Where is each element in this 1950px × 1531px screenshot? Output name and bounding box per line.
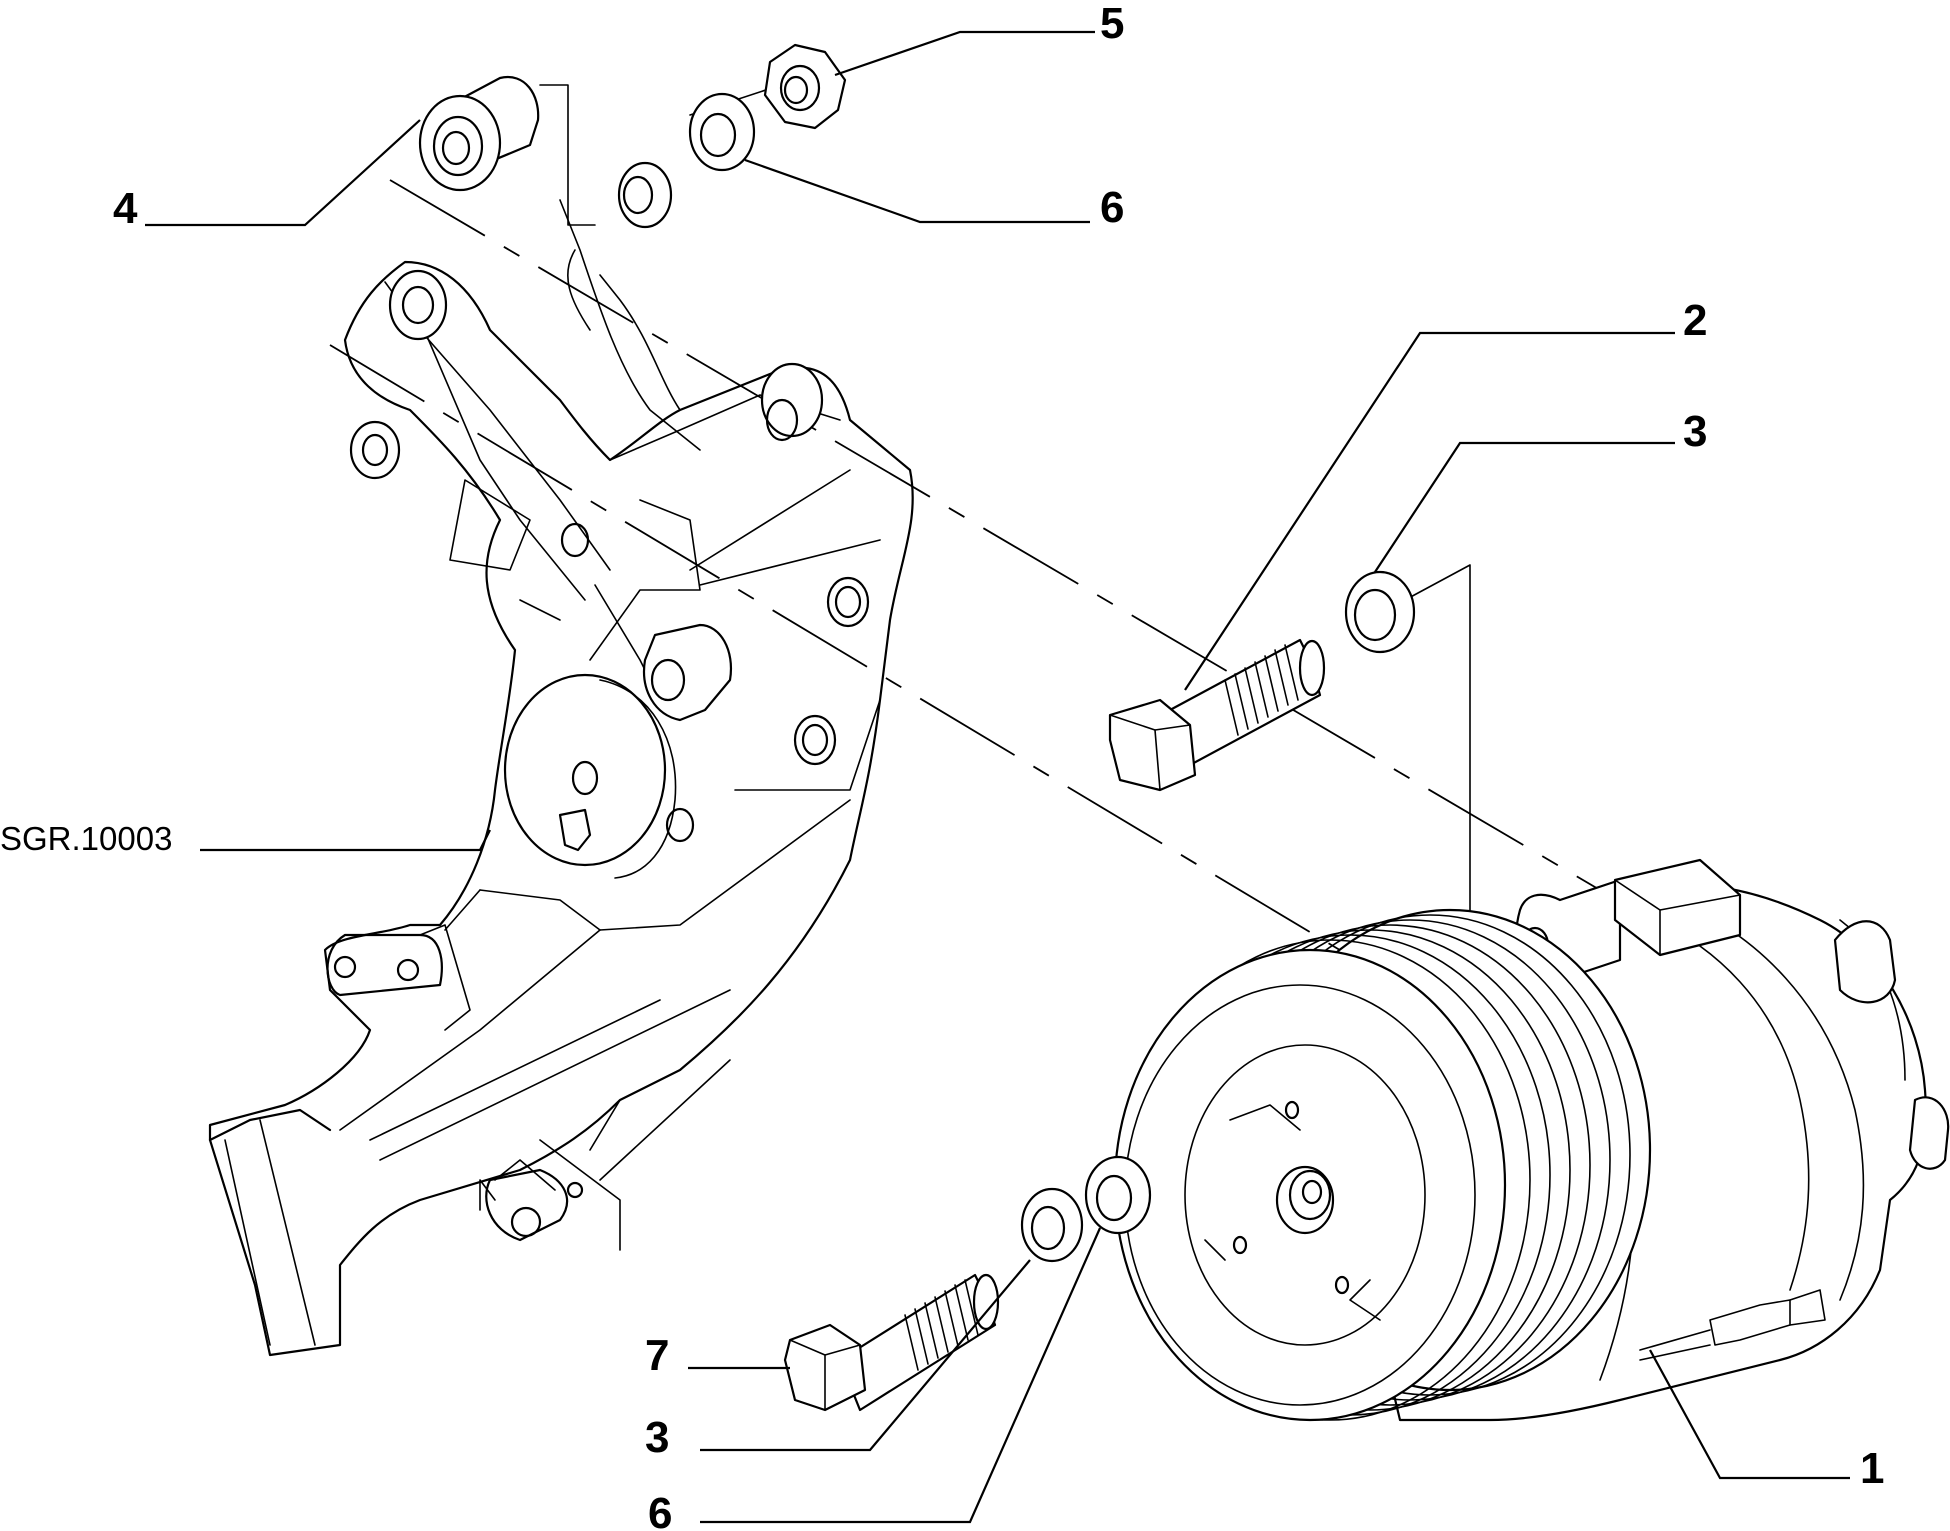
- callout-2: 2: [1683, 296, 1707, 345]
- washer-6-upper: [688, 92, 756, 172]
- nut-5: [763, 43, 847, 130]
- callout-5: 5: [1100, 0, 1124, 48]
- washer-3-upper: [1344, 570, 1416, 654]
- callout-3-lower: 3: [645, 1413, 669, 1462]
- bush-4: [418, 75, 540, 192]
- bolt-7: [783, 1273, 1000, 1412]
- callout-3-upper: 3: [1683, 407, 1707, 456]
- ac-compressor: [1113, 858, 1950, 1422]
- leader-lines: [145, 30, 1850, 1524]
- callout-6-upper: 6: [1100, 183, 1124, 232]
- reference-label: SGR.10003: [0, 820, 172, 857]
- callout-1: 1: [1860, 1444, 1884, 1493]
- bolt-2: [1108, 638, 1326, 792]
- washer-6-lower: [1084, 1155, 1152, 1235]
- bracket-bolt-bosses: [349, 161, 870, 879]
- callout-7: 7: [645, 1331, 669, 1380]
- callouts: 4 5 6 2 3 1 7 3 6 SGR.10003: [0, 0, 1884, 1531]
- callout-4: 4: [113, 184, 138, 233]
- washer-3-lower: [1020, 1187, 1084, 1263]
- callout-6-lower: 6: [648, 1489, 672, 1531]
